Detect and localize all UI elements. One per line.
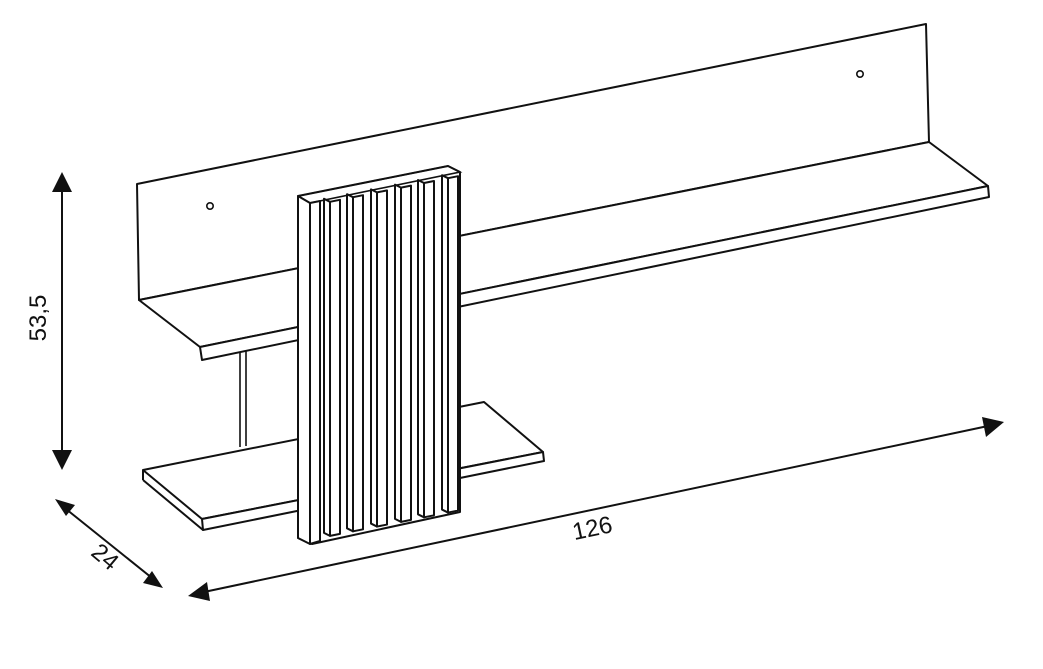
slat-1-face bbox=[309, 200, 321, 545]
width-dimension: 126 bbox=[188, 417, 1004, 601]
depth-label: 24 bbox=[86, 538, 124, 576]
slat-2 bbox=[329, 198, 341, 537]
mount-hole-left bbox=[206, 202, 215, 211]
slat-5 bbox=[400, 184, 412, 523]
depth-dimension: 24 bbox=[55, 499, 163, 588]
slat-3 bbox=[352, 194, 364, 533]
height-label: 53,5 bbox=[25, 295, 52, 342]
slat-1 bbox=[297, 195, 311, 545]
slat-4 bbox=[376, 189, 388, 528]
support-rod bbox=[239, 351, 247, 447]
slat-6 bbox=[423, 180, 435, 519]
height-dimension: 53,5 bbox=[25, 172, 72, 470]
mount-hole-right bbox=[855, 70, 864, 79]
slat-7 bbox=[447, 175, 459, 514]
width-label: 126 bbox=[570, 511, 615, 546]
upper-shelf-unit bbox=[136, 23, 990, 361]
slat-group bbox=[323, 174, 459, 537]
